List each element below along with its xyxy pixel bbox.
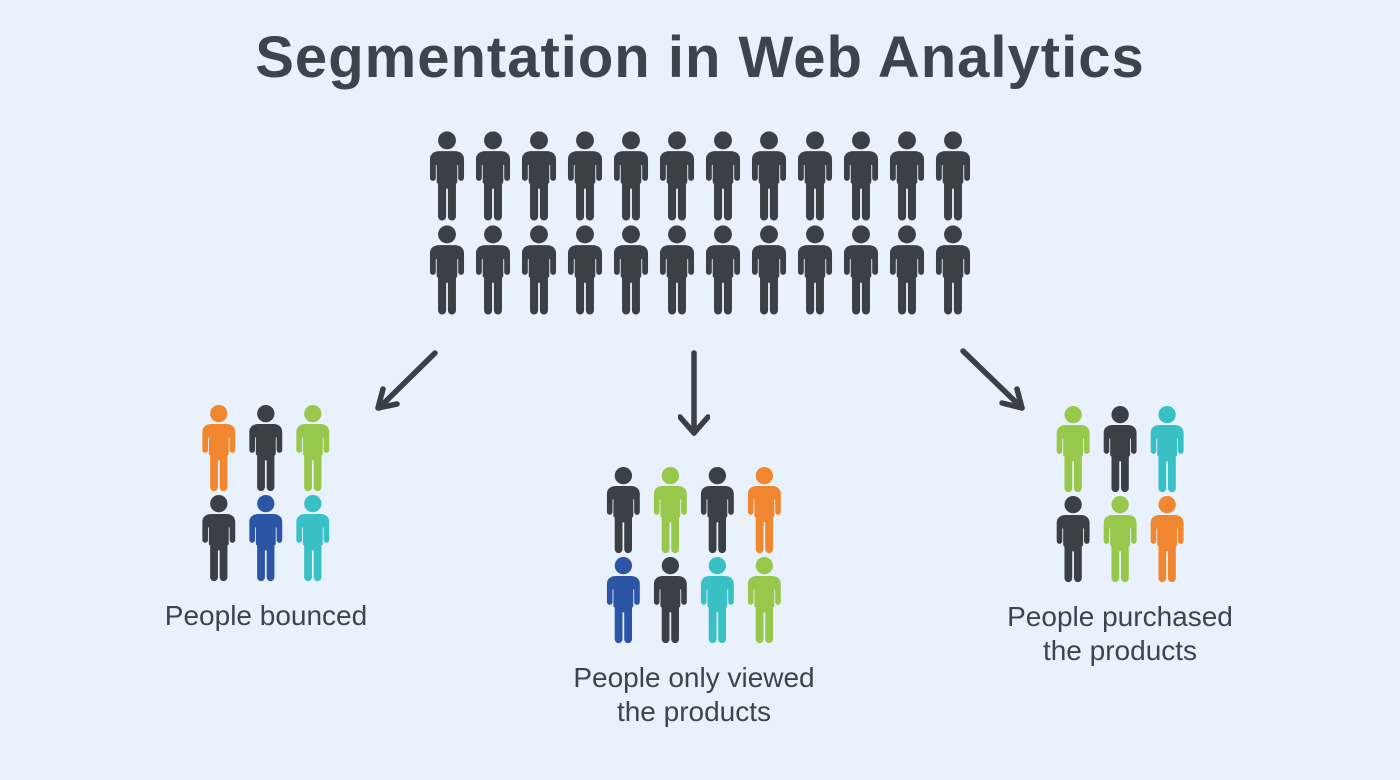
person-icon (794, 225, 837, 319)
person-icon (697, 467, 739, 557)
person-icon (610, 225, 653, 319)
person-icon (426, 225, 469, 319)
person-icon (603, 467, 645, 557)
segment-bounced: People bounced (165, 405, 367, 633)
segment-label-line: the products (616, 696, 772, 727)
arrow-to-viewed-icon (678, 350, 710, 436)
person-icon (794, 131, 837, 225)
segment-row (165, 495, 367, 585)
person-icon (1146, 496, 1188, 586)
person-icon (292, 405, 334, 495)
person-icon (702, 131, 745, 225)
person-icon (1052, 406, 1094, 496)
segment-purchased-label: People purchased the products (1007, 600, 1233, 668)
arrow-to-purchased-icon (960, 348, 1025, 411)
all-visitors-crowd (426, 131, 975, 319)
person-icon (744, 467, 786, 557)
person-icon (650, 557, 692, 647)
person-icon (564, 225, 607, 319)
person-icon (426, 131, 469, 225)
person-icon (564, 131, 607, 225)
segment-row (1007, 406, 1233, 496)
person-icon (886, 131, 929, 225)
person-icon (650, 467, 692, 557)
segment-only-viewed-label: People only viewed the products (573, 661, 814, 729)
person-icon (198, 405, 240, 495)
segment-label-line: the products (1042, 635, 1198, 666)
person-icon (656, 131, 699, 225)
person-icon (1146, 406, 1188, 496)
person-icon (610, 131, 653, 225)
crowd-row (426, 225, 975, 319)
person-icon (697, 557, 739, 647)
person-icon (748, 131, 791, 225)
person-icon (245, 495, 287, 585)
person-icon (840, 131, 883, 225)
page-title: Segmentation in Web Analytics (255, 25, 1145, 90)
person-icon (656, 225, 699, 319)
person-icon (292, 495, 334, 585)
person-icon (702, 225, 745, 319)
person-icon (472, 225, 515, 319)
person-icon (472, 131, 515, 225)
arrow-to-bounced-icon (375, 350, 438, 411)
segment-label-line: People purchased (1007, 601, 1233, 632)
person-icon (198, 495, 240, 585)
segment-row (165, 405, 367, 495)
segment-only-viewed: People only viewed the products (573, 467, 815, 729)
person-icon (245, 405, 287, 495)
person-icon (1052, 496, 1094, 586)
segment-row (1007, 496, 1233, 586)
person-icon (886, 225, 929, 319)
person-icon (932, 131, 975, 225)
person-icon (1099, 496, 1141, 586)
crowd-row (426, 131, 975, 225)
person-icon (518, 131, 561, 225)
person-icon (932, 225, 975, 319)
segment-label-line: People bounced (164, 600, 368, 631)
segment-row (573, 467, 814, 557)
segment-purchased: People purchased the products (1007, 406, 1233, 668)
segment-bounced-label: People bounced (165, 599, 367, 633)
person-icon (744, 557, 786, 647)
person-icon (518, 225, 561, 319)
person-icon (840, 225, 883, 319)
person-icon (1099, 406, 1141, 496)
person-icon (748, 225, 791, 319)
segment-label-line: People only viewed (573, 662, 815, 693)
segment-row (573, 557, 814, 647)
person-icon (603, 557, 645, 647)
